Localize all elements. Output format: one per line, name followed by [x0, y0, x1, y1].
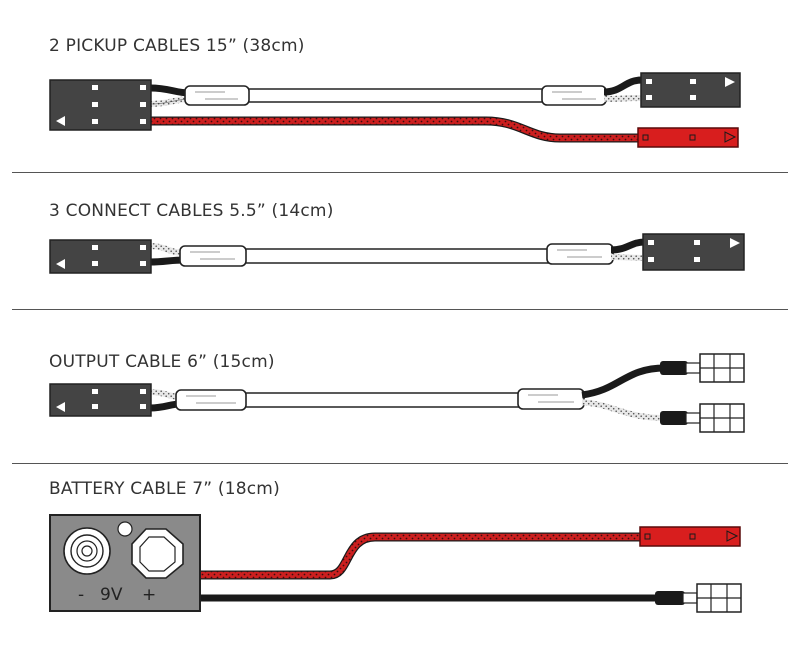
- pickup-sleeve-left: [184, 85, 250, 106]
- output-main-cable: [239, 392, 524, 408]
- battery-voltage-label: 9V: [100, 585, 123, 605]
- battery-cable: - 9V +: [49, 514, 742, 613]
- connect-connector-left: [49, 239, 152, 274]
- connect-sleeve-left: [179, 245, 247, 267]
- output-white-wire: [581, 399, 666, 421]
- battery-red-wire: [200, 532, 642, 580]
- battery-minus-label: -: [78, 585, 84, 605]
- divider-3: [12, 463, 788, 464]
- divider-1: [12, 172, 788, 173]
- connect-cable: [49, 233, 745, 274]
- pickup-cable: [49, 72, 741, 148]
- section-title-output: OUTPUT CABLE 6” (15cm): [49, 352, 275, 372]
- pickup-sleeve-right: [541, 85, 607, 106]
- pickup-main-cable: [244, 88, 546, 103]
- connect-sleeve-right: [546, 243, 614, 265]
- connect-connector-right: [642, 233, 745, 271]
- section-title-pickup: 2 PICKUP CABLES 15” (38cm): [49, 36, 305, 56]
- output-sleeve-left: [175, 389, 247, 411]
- pickup-connector-left: [49, 79, 152, 131]
- connect-main-cable: [241, 248, 553, 264]
- divider-2: [12, 309, 788, 310]
- battery-plus-label: +: [142, 585, 156, 605]
- output-cable: [49, 353, 745, 433]
- pickup-connector-right: [640, 72, 741, 108]
- output-sleeve-right: [517, 388, 585, 410]
- section-title-connect: 3 CONNECT CABLES 5.5” (14cm): [49, 201, 334, 221]
- output-black-wire: [581, 364, 666, 399]
- section-title-battery: BATTERY CABLE 7” (18cm): [49, 479, 280, 499]
- output-connector-left: [49, 383, 152, 417]
- pickup-red-connector: [637, 127, 739, 148]
